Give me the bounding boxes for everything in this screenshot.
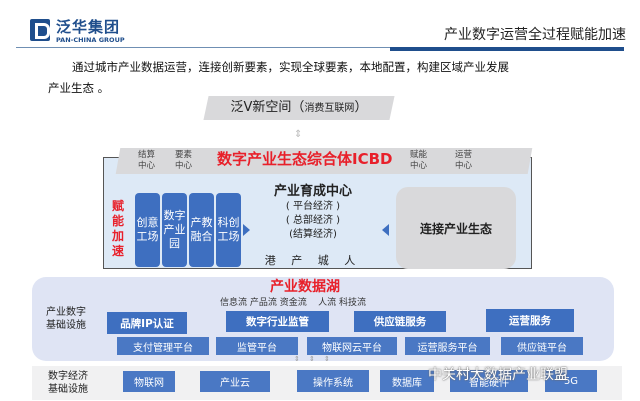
logo-chinese-name: 泛华集团	[56, 18, 121, 36]
pillar-tech-workshop: 科创工场	[216, 193, 241, 267]
platform-payment-mgmt: 支付管理平台	[117, 337, 209, 355]
platform-economy-label: ( 平台经济 )	[285, 201, 341, 212]
pillar-industry-education: 产教融合	[189, 193, 214, 267]
fanv-space-close: ）	[354, 100, 368, 115]
incubation-center-title: 产业育成中心	[273, 184, 352, 199]
arrow-right-icon	[243, 224, 250, 236]
infra-database: 数据库	[380, 370, 434, 392]
service-digital-regulation: 数字行业监管	[226, 311, 329, 332]
enablement-center-label: 赋能 中心	[410, 150, 428, 171]
platform-operation-service: 运营服务平台	[405, 337, 490, 355]
updown-arrow-icon-3: ⇕	[324, 355, 330, 363]
service-supply-chain: 供应链服务	[354, 311, 446, 332]
pan-china-logo-icon	[30, 19, 50, 41]
header-divider	[16, 47, 624, 48]
pillar-digital-industrial-park: 数字产业园	[162, 193, 187, 267]
platform-supply-chain: 供应链平台	[501, 337, 583, 355]
infra-industry-cloud: 产业云	[200, 371, 270, 392]
updown-arrow-icon-1: ⇕	[294, 355, 300, 363]
platform-iot-cloud: 物联网云平台	[307, 337, 397, 355]
service-operations: 运营服务	[486, 309, 574, 332]
infra-iot: 物联网	[123, 371, 175, 392]
arrow-left-icon	[382, 224, 389, 236]
accelerate-label: 赋能加速	[111, 199, 124, 258]
icbd-title: 数字产业生态综合体ICBD	[217, 150, 393, 168]
industrial-digital-infra-label: 产业数字 基础设施	[46, 307, 86, 331]
port-industry-city-people: 港 产 城 人	[264, 254, 362, 267]
platform-regulation: 监管平台	[216, 337, 298, 355]
fanv-space-title: 泛V新空间（	[230, 100, 305, 115]
intro-line-2: 产业生态 。	[48, 81, 110, 95]
settlement-economy-label: (结算经济)	[289, 229, 337, 240]
flows-label: 信息流 产品流 资金流 人流 科技流	[220, 298, 367, 308]
double-arrow-icon: ⇕	[294, 129, 303, 140]
watermark: 中关村大数据产业联盟	[428, 367, 568, 383]
infra-operating-system: 操作系统	[297, 370, 369, 392]
connect-ecosystem-box: 连接产业生态	[396, 187, 516, 269]
intro-line-1: 通过城市产业数据运营，连接创新要素，实现全球要素，本地配置，构建区域产业发展	[72, 60, 509, 74]
hq-economy-label: ( 总部经济 )	[285, 215, 341, 226]
infra-smart-hardware: 智能硬件	[450, 370, 528, 392]
logo-english-name: PAN-CHINA GROUP	[56, 36, 125, 44]
digital-economy-infra-label: 数字经济 基础设施	[48, 371, 88, 395]
updown-arrow-icon-2: ⇕	[309, 355, 315, 363]
fanv-space-label: 泛V新空间（消费互联网）	[206, 96, 392, 120]
settlement-center-label: 结算 中心	[138, 150, 156, 171]
fanv-space-subtitle: 消费互联网	[304, 103, 355, 114]
infra-5g: 5G	[545, 370, 597, 392]
page-title: 产业数字运营全过程赋能加速	[444, 27, 626, 43]
operation-center-label: 运营 中心	[455, 150, 473, 171]
pillar-creative-workshop: 创意工场	[135, 193, 160, 267]
factor-center-label: 要素 中心	[175, 150, 193, 171]
service-brand-ip: 品牌IP认证	[107, 312, 187, 334]
data-lake-title: 产业数据湖	[270, 279, 340, 295]
header-accent-bar	[390, 47, 624, 51]
